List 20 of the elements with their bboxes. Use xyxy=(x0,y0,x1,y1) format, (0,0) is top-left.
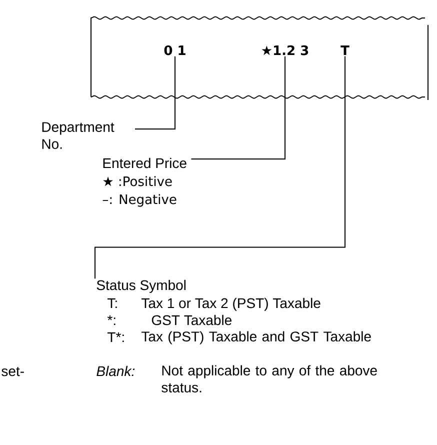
status-text: Tax (PST) Taxable and GST Taxable xyxy=(142,331,371,344)
field-label: Status Symbol xyxy=(96,280,186,293)
receipt-text: 0 1 xyxy=(164,45,186,56)
leader-line xyxy=(94,56,346,280)
legend-text: ★ :Positive xyxy=(103,176,172,186)
status-text: GST Taxable xyxy=(152,314,232,326)
field-label: Department No. xyxy=(42,122,114,149)
field-label: Entered Price xyxy=(103,158,186,168)
receipt-text: ★1.2 3 xyxy=(262,45,308,56)
status-code: T: xyxy=(108,298,117,308)
legend-text: –: Negative xyxy=(102,194,176,207)
status-code: T*: xyxy=(108,332,124,342)
status-code: Blank: xyxy=(96,366,135,376)
status-text: Tax 1 or Tax 2 (PST) Taxable xyxy=(142,298,320,311)
text-fragment: set- xyxy=(2,366,24,376)
receipt-text: T xyxy=(340,46,350,55)
status-text: Not applicable to any of the above status. xyxy=(162,365,377,392)
leader-line xyxy=(134,56,176,130)
leader-line xyxy=(190,56,286,160)
status-code: *: xyxy=(107,315,116,325)
